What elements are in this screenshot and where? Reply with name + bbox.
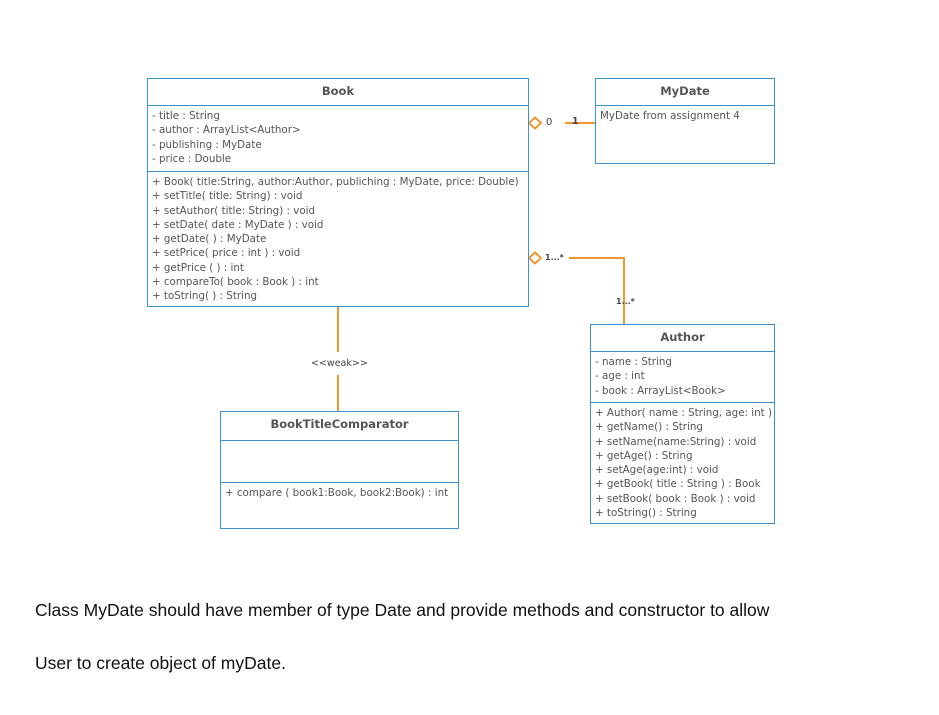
book-method: + setAuthor( title: String) : void <box>152 204 316 217</box>
comparator-attributes <box>221 441 458 483</box>
author-attribute: - book : ArrayList<Book> <box>595 384 726 397</box>
author-method: + toString() : String <box>595 507 697 520</box>
aggregation-diamond-author <box>527 251 543 265</box>
book-class[interactable]: Book - title : String - author : ArrayLi… <box>147 78 529 307</box>
author-method: + getName() : String <box>595 421 703 434</box>
book-attribute: - title : String <box>152 110 220 122</box>
author-method: + Author( name : String, age: int ) <box>595 407 772 419</box>
author-class-name: Author <box>591 325 774 352</box>
author-source-multiplicity: 1...* <box>545 253 564 262</box>
book-attribute: - author : ArrayList<Author> <box>152 124 301 137</box>
book-method: + setTitle( title: String) : void <box>152 190 303 203</box>
book-methods: + Book( title:String, author:Author, pub… <box>148 172 528 304</box>
book-method: + toString( ) : String <box>152 290 258 303</box>
mydate-target-multiplicity: 1 <box>572 116 579 127</box>
mydate-attributes: MyDate from assignment 4 <box>596 106 774 123</box>
book-method: + setPrice( price : int ) : void <box>152 247 301 260</box>
author-attribute: - name : String <box>595 356 672 368</box>
author-target-multiplicity: 1...* <box>616 297 635 306</box>
book-attribute: - price : Double <box>152 152 232 165</box>
mydate-class[interactable]: MyDate MyDate from assignment 4 <box>595 78 775 164</box>
author-methods: + Author( name : String, age: int ) + ge… <box>591 403 774 520</box>
aggregation-diamond-mydate <box>527 116 543 130</box>
caption-line-2: User to create object of myDate. <box>35 653 286 673</box>
comparator-methods: + compare ( book1:Book, book2:Book) : in… <box>221 483 458 500</box>
weak-stereotype-label: <<weak>> <box>311 358 368 369</box>
book-class-name: Book <box>148 79 528 106</box>
author-attributes: - name : String - age : int - book : Arr… <box>591 352 774 403</box>
book-method: + getPrice ( ) : int <box>152 261 244 274</box>
comparator-class[interactable]: BookTitleComparator + compare ( book1:Bo… <box>220 411 459 529</box>
caption-line-1: Class MyDate should have member of type … <box>35 600 770 620</box>
author-method: + setAge(age:int) : void <box>595 464 719 477</box>
author-class[interactable]: Author - name : String - age : int - boo… <box>590 324 775 524</box>
mydate-source-multiplicity: 0 <box>546 117 553 128</box>
mydate-attribute: MyDate from assignment 4 <box>600 110 740 122</box>
book-author-connector <box>569 257 625 324</box>
book-method: + getDate( ) : MyDate <box>152 233 267 246</box>
author-method: + getBook( title : String ) : Book <box>595 478 761 491</box>
author-attribute: - age : int <box>595 370 645 383</box>
book-method: + setDate( date : MyDate ) : void <box>152 218 324 231</box>
comparator-method: + compare ( book1:Book, book2:Book) : in… <box>225 487 449 499</box>
comparator-class-name: BookTitleComparator <box>221 412 458 441</box>
book-method: + Book( title:String, author:Author, pub… <box>152 176 519 188</box>
mydate-class-name: MyDate <box>596 79 774 106</box>
author-method: + setBook( book : Book ) : void <box>595 492 756 505</box>
author-method: + getAge() : String <box>595 449 693 462</box>
book-method: + compareTo( book : Book ) : int <box>152 276 319 289</box>
author-method: + setName(name:String) : void <box>595 435 757 448</box>
book-attribute: - publishing : MyDate <box>152 138 262 151</box>
book-attributes: - title : String - author : ArrayList<Au… <box>148 106 528 172</box>
